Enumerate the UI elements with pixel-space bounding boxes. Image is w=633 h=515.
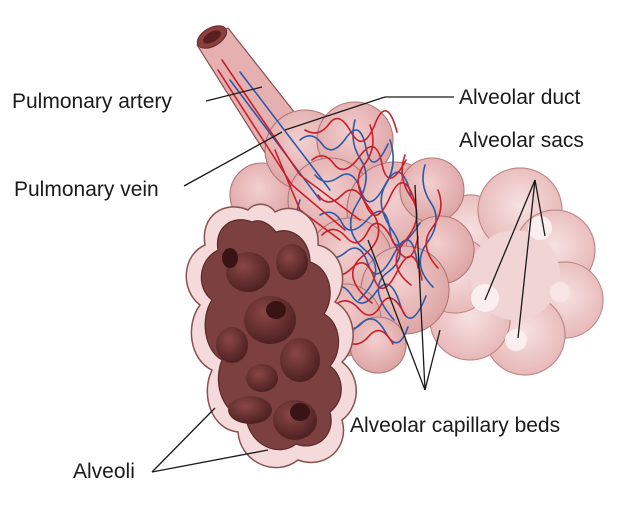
leader-capillary-beds-3 <box>424 329 441 391</box>
label-pulmonary-vein: Pulmonary vein <box>14 178 159 201</box>
leader-pulmonary-artery <box>205 86 263 102</box>
leader-alveoli-1 <box>151 407 216 473</box>
label-alveolar-duct: Alveolar duct <box>459 86 581 109</box>
alveoli-cutaway <box>185 203 357 469</box>
leader-alveoli-2 <box>151 449 269 473</box>
leader-pulmonary-vein <box>183 131 283 187</box>
label-pulmonary-artery: Pulmonary artery <box>12 90 172 113</box>
leader-lines <box>151 86 546 473</box>
label-alveolar-capillary-beds: Alveolar capillary beds <box>350 414 561 437</box>
capillary-network <box>217 59 442 345</box>
leader-alveolar-duct <box>284 96 454 131</box>
leader-capillary-beds-2 <box>414 184 426 391</box>
leader-alveolar-sacs-1 <box>484 179 536 301</box>
leader-capillary-beds-1 <box>367 239 426 391</box>
leader-alveolar-sacs-2 <box>517 179 536 339</box>
label-alveolar-sacs: Alveolar sacs <box>459 129 584 152</box>
label-alveoli: Alveoli <box>73 460 135 483</box>
leader-alveolar-sacs-3 <box>534 179 546 237</box>
